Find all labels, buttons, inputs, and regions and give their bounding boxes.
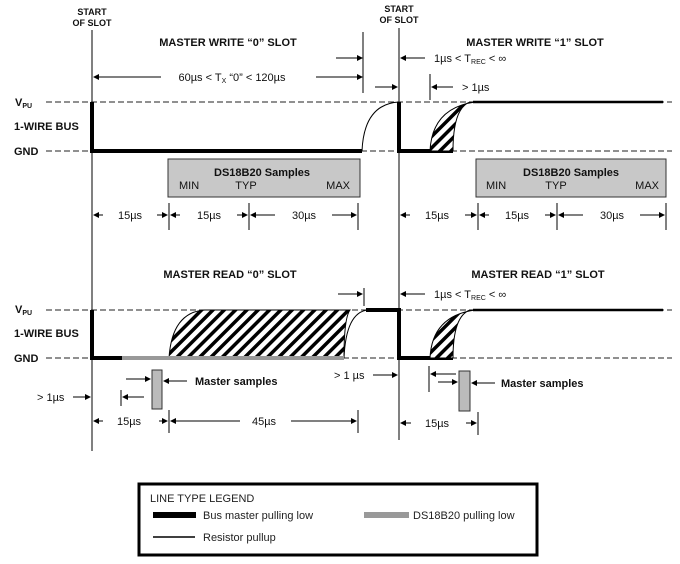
samples-max: MAX (326, 180, 351, 192)
read-0-pullup-edge (343, 309, 369, 359)
read-0-master-low (90, 310, 122, 360)
gnd-label: GND (14, 353, 39, 365)
master-samples-label: Master samples (501, 378, 584, 390)
samples-max: MAX (635, 180, 660, 192)
bus-label: 1-WIRE BUS (14, 328, 79, 340)
interval-label: 15µs (425, 418, 450, 430)
read-0-intervals: 15µs 45µs (93, 410, 359, 433)
legend-box (137, 482, 539, 557)
samples-min: MIN (486, 180, 506, 192)
master-sample-window (151, 369, 163, 410)
read-1-slot-title: MASTER READ “1” SLOT (471, 269, 605, 281)
read-gt1us-left-label: > 1µs (37, 392, 65, 404)
master-samples-label: Master samples (195, 376, 278, 388)
read-1-hatched-rise (429, 309, 476, 359)
interval-label: 45µs (252, 416, 277, 428)
master-sample-window (458, 370, 471, 412)
vpu-label: VPU (15, 304, 32, 317)
line-type-legend: LINE TYPE LEGEND Bus master pulling low … (137, 482, 539, 557)
read-gt1us-mid-label: > 1 µs (334, 370, 365, 382)
samples-title: DS18B20 Samples (523, 167, 619, 179)
legend-title: LINE TYPE LEGEND (150, 493, 254, 505)
write-0-master-low (90, 102, 362, 153)
write-1-hatched-rise (429, 101, 476, 152)
legend-item-ds18b20: DS18B20 pulling low (413, 510, 515, 522)
write-tx-label: 60µs < TX “0” < 120µs (178, 72, 286, 85)
legend-item-pullup: Resistor pullup (203, 532, 276, 544)
write-1-samples-box: DS18B20 Samples MIN TYP MAX (475, 158, 667, 198)
read-trec-label: 1µs < TREC < ∞ (434, 289, 506, 302)
write-gt1us-label: > 1µs (462, 82, 490, 94)
legend-item-master: Bus master pulling low (203, 510, 313, 522)
interval-label: 15µs (117, 416, 142, 428)
start-of-slot-label: OF SLOT (380, 15, 419, 25)
interval-label: 30µs (600, 210, 625, 222)
read-0-hatched-region (168, 309, 351, 359)
write-trec-label: 1µs < TREC < ∞ (434, 53, 506, 66)
samples-typ: TYP (545, 180, 566, 192)
interval-label: 15µs (425, 210, 450, 222)
interval-label: 15µs (505, 210, 530, 222)
write-1-slot-title: MASTER WRITE “1” SLOT (466, 37, 604, 49)
samples-title: DS18B20 Samples (214, 167, 310, 179)
samples-min: MIN (179, 180, 199, 192)
write-0-samples-box: DS18B20 Samples MIN TYP MAX (167, 158, 361, 198)
interval-label: 15µs (197, 210, 222, 222)
write-0-slot-title: MASTER WRITE “0” SLOT (159, 37, 297, 49)
start-of-slot-label: START (77, 7, 107, 17)
read-1-master-low (366, 308, 453, 360)
bus-label: 1-WIRE BUS (14, 121, 79, 133)
gnd-label: GND (14, 146, 39, 158)
interval-label: 15µs (118, 210, 143, 222)
vpu-label: VPU (15, 97, 32, 110)
start-of-slot-label: START (384, 4, 414, 14)
read-0-slot-title: MASTER READ “0” SLOT (163, 269, 297, 281)
write-1-intervals: 15µs 15µs 30µs (400, 203, 667, 230)
write-0-pullup-curve (361, 101, 400, 152)
samples-typ: TYP (235, 180, 256, 192)
interval-label: 30µs (292, 210, 317, 222)
read-1-intervals: 15µs (400, 412, 479, 435)
start-of-slot-label: OF SLOT (73, 18, 112, 28)
write-0-intervals: 15µs 15µs 30µs (93, 203, 359, 230)
